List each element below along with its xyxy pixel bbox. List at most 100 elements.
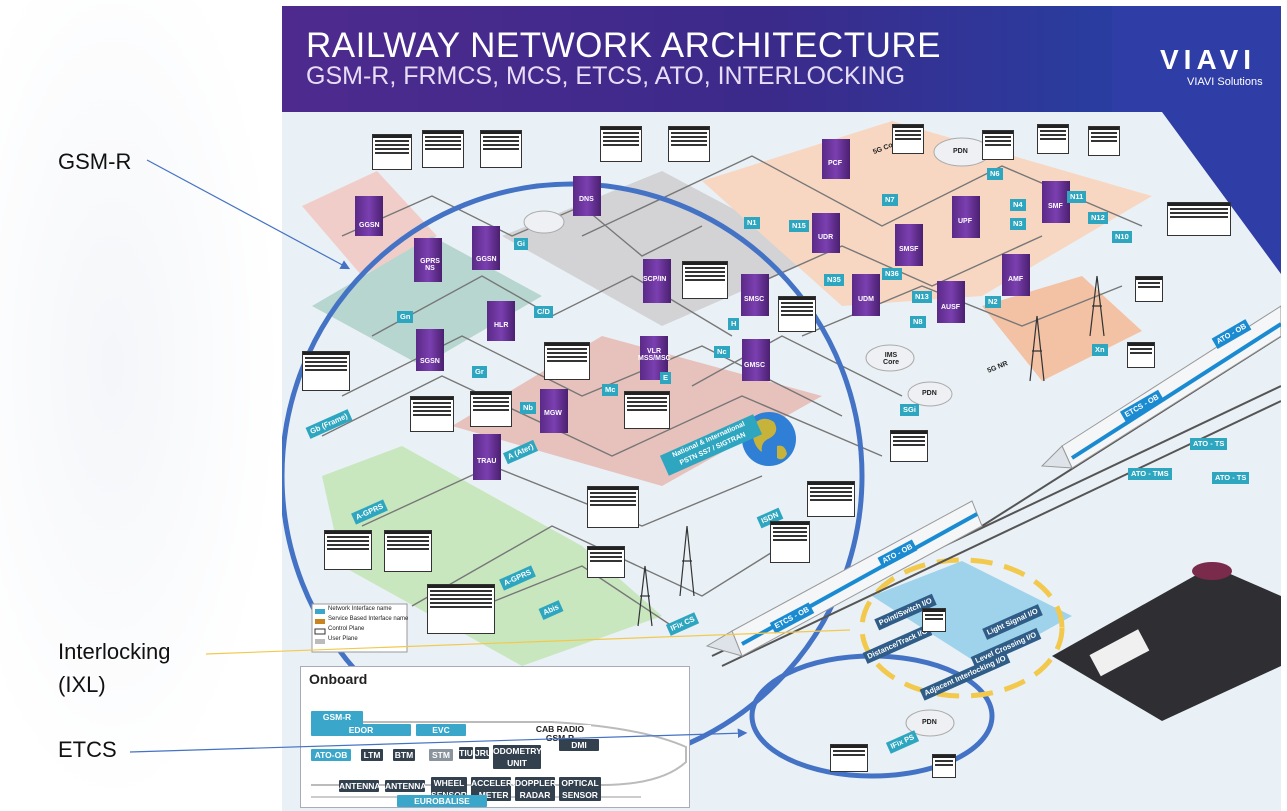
info-table [410,396,454,432]
upf-label: UPF [958,218,972,225]
pcf-label: PCF [828,160,842,167]
udm-label: UDM [858,296,874,303]
info-table [624,391,670,429]
info-table [807,481,855,517]
poster-subtitle: GSM-R, FRMCS, MCS, ETCS, ATO, INTERLOCKI… [306,62,906,90]
info-table [544,342,590,380]
jru-box: JRU [475,747,493,759]
info-table [932,754,956,778]
if-gn: Gn [397,311,414,323]
gprs-ns-label: GPRS NS [420,258,440,272]
ims-core-cloud [865,344,915,372]
legend-service-based: Service Based Interface name [328,616,409,622]
odometry-box: ODOMETRY UNIT [493,745,542,769]
ato-ts-label: ATO - TS [1190,438,1228,450]
ato-ts2-label: ATO - TS [1212,472,1250,484]
vlr-label: VLR MSS/MSC [638,348,671,362]
if-n12: N12 [1088,212,1108,224]
info-table [372,134,412,170]
ato-ob-box: ATO-OB [311,749,351,761]
dns-label: DNS [579,196,594,203]
optical-sensor-box: OPTICAL SENSOR [559,777,601,801]
poster-title: RAILWAY NETWORK ARCHITECTURE [306,26,941,65]
if-nb: Nb [520,402,536,414]
info-table [1135,276,1163,302]
if-n6: N6 [987,168,1003,180]
if-n7: N7 [882,194,898,206]
info-table [587,486,639,528]
scp-in-label: SCP/IN [643,276,667,283]
info-table [830,744,868,772]
amf-label: AMF [1008,276,1024,283]
nr-5g-region [982,276,1142,381]
eurobalise-box: EUROBALISE [397,795,487,807]
pdn-cloud-mid [907,381,953,407]
info-table [668,126,710,162]
stm-box: STM [429,749,453,761]
info-table [1167,202,1231,236]
pdn-cloud-gsmr [523,210,565,234]
info-table [770,521,810,563]
legend-network-interface: Network Interface name [328,606,392,612]
trau-label: TRAU [477,458,497,465]
tiu-box: TIU [459,747,473,759]
mgw-label: MGW [544,410,562,417]
info-table [600,126,642,162]
truck [1089,629,1150,677]
if-n8: N8 [910,316,926,328]
info-table [1088,126,1120,156]
pdn-mid-label: PDN [922,390,937,397]
callout-panel [0,0,282,811]
if-c-d: C/D [534,306,553,318]
radio-access-region [322,446,662,666]
gmsc-label: GMSC [744,362,765,369]
ims-core-label: IMS Core [883,352,899,366]
edor-box: EDOR [311,724,411,736]
if-h: H [728,318,740,330]
onboard-panel: Onboard GSM-R MODEMS EDOR EVC CAB RADIO … [300,666,690,808]
callout-gsmr: GSM-R [58,149,132,174]
callout-etcs: ETCS [58,737,117,762]
if-nc: Nc [714,346,730,358]
smsc-label: SMSC [744,296,765,303]
sgsn-label: SGSN [420,358,440,365]
legend-user-plane: User Plane [328,636,358,642]
info-table [587,546,625,578]
car [1192,562,1232,580]
if-n4: N4 [1010,199,1026,211]
pdn-top-label: PDN [953,148,968,155]
info-table [1037,124,1069,154]
ato-tms-label: ATO - TMS [1128,468,1172,480]
if-n1: N1 [744,217,760,229]
ltm-box: LTM [361,749,383,761]
info-table [1127,342,1155,368]
info-table [922,608,946,632]
if-n3: N3 [1010,218,1026,230]
udr-label: UDR [818,234,834,241]
if-n36: N36 [882,268,902,280]
train-top [1040,305,1281,469]
core-5g-region [702,121,1152,306]
info-table [778,296,816,332]
if-sgi: SGi [900,404,919,416]
if-n35: N35 [824,274,844,286]
ggsn-label: GGSN [476,256,497,263]
antenna-box-1: ANTENNA [339,780,381,792]
info-table [384,530,432,572]
hlr-label: HLR [494,322,509,329]
info-table [682,261,728,299]
callout-interlocking: Interlocking [58,639,171,664]
ausf-label: AUSF [941,304,961,311]
info-table [427,584,495,634]
smf-label: SMF [1048,203,1063,210]
viavi-logo-subtitle: VIAVI Solutions [1187,76,1263,88]
evc-box: EVC [416,724,466,736]
ggsn-left-label: GGSN [359,222,380,229]
if-n13: N13 [912,291,932,303]
antenna-box-2: ANTENNA [385,780,427,792]
doppler-radar-box: DOPPLER RADAR [515,777,557,801]
interlocking-ellipse [859,557,1065,699]
info-table [324,530,372,570]
pdn-cloud-bottom [905,709,955,737]
info-table [302,351,350,391]
